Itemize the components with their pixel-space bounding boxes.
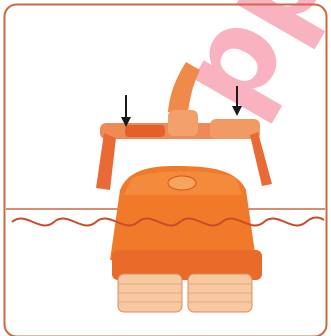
- robot-body: [110, 166, 262, 280]
